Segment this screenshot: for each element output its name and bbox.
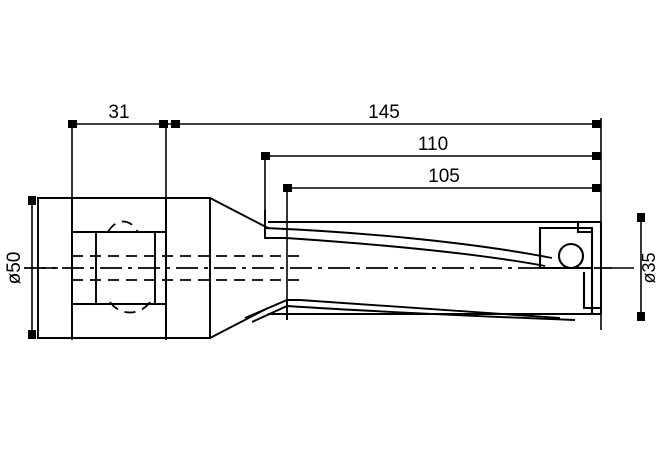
dimension-ticks	[28, 120, 645, 339]
tip-lower-pocket	[582, 272, 601, 310]
flute-upper-sweep	[285, 237, 546, 267]
flute-lower-start	[286, 299, 300, 320]
dimension-label-shank-diameter: ø50	[4, 252, 25, 285]
tick-145-right	[592, 120, 601, 128]
dimension-label-overall-length: 145	[368, 102, 400, 123]
flute-lower-land	[286, 305, 576, 321]
flute-upper-land	[264, 227, 553, 259]
flute-lower-sweep	[299, 299, 561, 319]
dimension-label-body-diameter: ø35	[639, 252, 659, 283]
tick-d50-bot	[28, 330, 36, 339]
insert-pocket-outline	[538, 226, 594, 270]
helical-flutes	[244, 210, 576, 323]
dimension-lines	[31, 123, 642, 338]
internal-coolant-bore	[72, 220, 300, 314]
dimension-label-body-length: 110	[418, 134, 448, 155]
tick-110-left	[261, 152, 270, 160]
bore-pocket-bottom	[109, 301, 151, 314]
tick-d35-bot	[637, 312, 645, 321]
bore-pocket-top	[107, 220, 139, 233]
dimension-label-shank-length: 31	[108, 102, 129, 123]
flute-lower-leadin	[244, 299, 288, 319]
tick-31-right	[159, 120, 168, 128]
tick-d35-top	[637, 213, 645, 222]
flute-upper-start	[264, 210, 286, 239]
insert-pocket	[538, 222, 601, 314]
insert-screw-hole	[557, 242, 585, 270]
tick-105-right	[592, 184, 601, 192]
tick-145-left	[171, 120, 180, 128]
drill-outline	[37, 197, 602, 339]
flute-lower-leadin2	[251, 305, 288, 323]
tick-105-left	[283, 184, 292, 192]
taper-upper	[209, 197, 269, 229]
tick-d50-top	[28, 196, 36, 205]
dimension-label-flute-length: 105	[428, 166, 460, 187]
insert-pocket-step	[576, 222, 592, 234]
tick-31-left	[68, 120, 77, 128]
extension-lines	[71, 118, 602, 340]
tick-110-right	[592, 152, 601, 160]
